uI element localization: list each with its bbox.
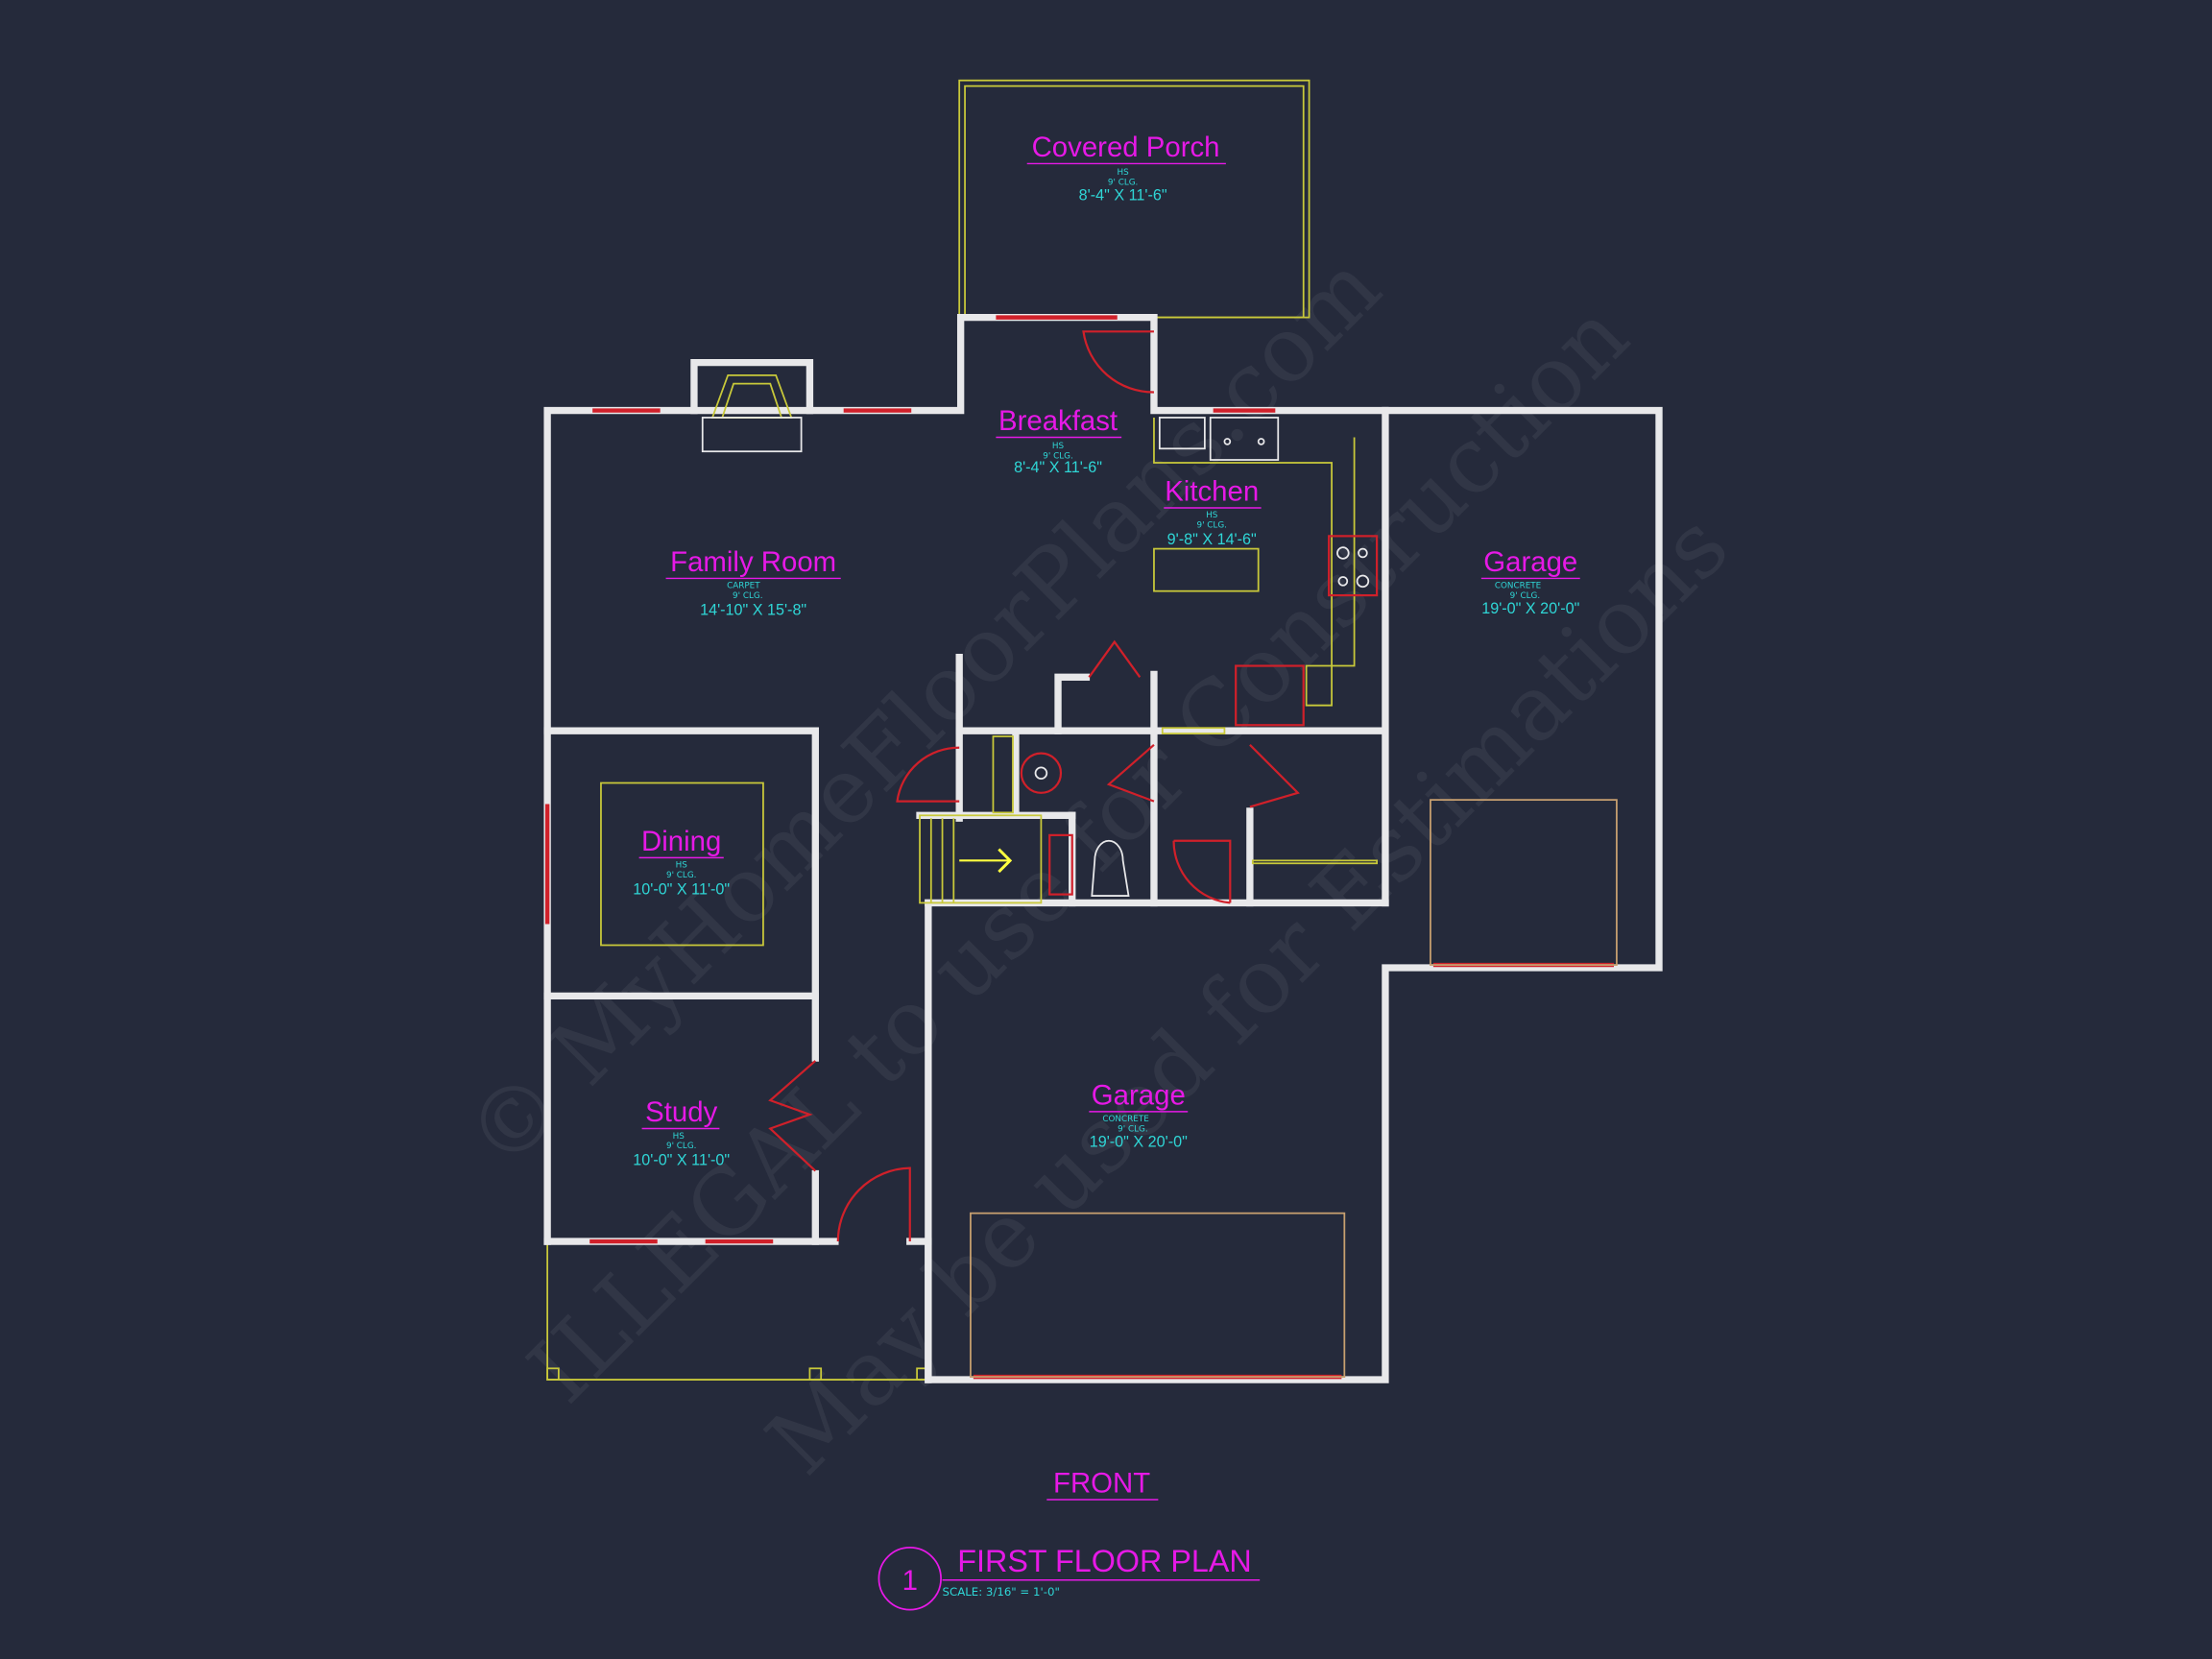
room-label-garage-right: Garage CONCRETE 9' CLG. 19'-0" X 20'-0" bbox=[1480, 546, 1580, 617]
garage-door-upper bbox=[1430, 799, 1618, 966]
svg-text:19'-0" X 20'-0": 19'-0" X 20'-0" bbox=[1481, 600, 1579, 617]
room-label-family-room: Family Room CARPET 9' CLG. 14'-10" X 15'… bbox=[665, 546, 841, 619]
svg-text:9' CLG.: 9' CLG. bbox=[1196, 521, 1226, 531]
svg-text:HS: HS bbox=[1118, 168, 1130, 178]
room-label-covered-porch: Covered Porch HS 9' CLG. 8'-4" X 11'-6" bbox=[1026, 132, 1226, 204]
lavatory-icon bbox=[1020, 752, 1063, 794]
room-label-study: Study HS 9' CLG. 10'-0" X 11'-0" bbox=[633, 1096, 730, 1169]
svg-text:19'-0" X 20'-0": 19'-0" X 20'-0" bbox=[1090, 1134, 1188, 1151]
drawing-number: 1 bbox=[902, 1565, 918, 1597]
garage-door-lower bbox=[970, 1212, 1346, 1379]
fireplace bbox=[701, 373, 803, 453]
drawing-title: FIRST FLOOR PLAN bbox=[957, 1544, 1251, 1578]
front-porch-outline bbox=[546, 1241, 929, 1381]
room-label-garage-front: Garage CONCRETE 9' CLG. 19'-0" X 20'-0" bbox=[1089, 1080, 1189, 1151]
svg-text:8'-4" X 11'-6": 8'-4" X 11'-6" bbox=[1014, 459, 1102, 476]
svg-text:Study: Study bbox=[645, 1096, 717, 1128]
doors bbox=[768, 330, 1300, 1242]
kitchen-island bbox=[1153, 547, 1260, 592]
room-label-kitchen: Kitchen HS 9' CLG. 9'-8" X 14'-6" bbox=[1164, 476, 1262, 548]
svg-text:9' CLG.: 9' CLG. bbox=[1108, 178, 1138, 187]
svg-text:9'-8" X 14'-6": 9'-8" X 14'-6" bbox=[1167, 531, 1257, 548]
svg-text:CARPET: CARPET bbox=[727, 582, 760, 591]
svg-text:9' CLG.: 9' CLG. bbox=[733, 591, 762, 601]
svg-text:Garage: Garage bbox=[1092, 1080, 1186, 1112]
svg-text:HS: HS bbox=[676, 861, 688, 871]
svg-text:CONCRETE: CONCRETE bbox=[1495, 582, 1541, 591]
front-label: FRONT bbox=[1053, 1468, 1150, 1500]
svg-text:9' CLG.: 9' CLG. bbox=[1118, 1124, 1147, 1134]
svg-text:Dining: Dining bbox=[641, 826, 721, 857]
svg-text:CONCRETE: CONCRETE bbox=[1102, 1115, 1148, 1124]
room-label-dining: Dining HS 9' CLG. 10'-0" X 11'-0" bbox=[633, 826, 730, 899]
svg-text:14'-10" X 15'-8": 14'-10" X 15'-8" bbox=[700, 602, 806, 619]
svg-text:9' CLG.: 9' CLG. bbox=[666, 1142, 696, 1151]
svg-text:9' CLG.: 9' CLG. bbox=[1043, 452, 1072, 462]
svg-text:HS: HS bbox=[1052, 442, 1065, 451]
svg-text:Family Room: Family Room bbox=[670, 546, 836, 578]
range-icon bbox=[1328, 535, 1379, 597]
drawing-scale: SCALE: 3/16" = 1'-0" bbox=[943, 1585, 1060, 1599]
svg-text:10'-0" X 11'-0": 10'-0" X 11'-0" bbox=[633, 881, 730, 899]
room-label-breakfast: Breakfast HS 9' CLG. 8'-4" X 11'-6" bbox=[996, 405, 1122, 476]
svg-text:Garage: Garage bbox=[1483, 546, 1577, 578]
dining-ceiling-outline bbox=[600, 781, 764, 947]
toilet-icon bbox=[1091, 839, 1130, 897]
svg-text:Covered Porch: Covered Porch bbox=[1032, 132, 1220, 163]
refrigerator bbox=[1235, 664, 1305, 727]
svg-text:10'-0" X 11'-0": 10'-0" X 11'-0" bbox=[633, 1152, 730, 1169]
bathroom-fixtures bbox=[992, 735, 1379, 897]
svg-text:9' CLG.: 9' CLG. bbox=[666, 871, 696, 880]
drawing-title-block: 1 FIRST FLOOR PLAN SCALE: 3/16" = 1'-0" bbox=[878, 1544, 1261, 1611]
svg-text:HS: HS bbox=[1206, 511, 1218, 520]
kitchen-counters bbox=[1153, 417, 1379, 734]
svg-text:HS: HS bbox=[673, 1132, 685, 1142]
svg-text:Kitchen: Kitchen bbox=[1165, 476, 1259, 508]
stairs bbox=[919, 814, 1043, 904]
drawing-number-circle bbox=[878, 1547, 942, 1611]
svg-text:9' CLG.: 9' CLG. bbox=[1510, 591, 1540, 601]
sink-icon bbox=[1209, 417, 1280, 461]
svg-text:Breakfast: Breakfast bbox=[998, 405, 1118, 437]
svg-text:8'-4" X 11'-6": 8'-4" X 11'-6" bbox=[1079, 187, 1167, 204]
